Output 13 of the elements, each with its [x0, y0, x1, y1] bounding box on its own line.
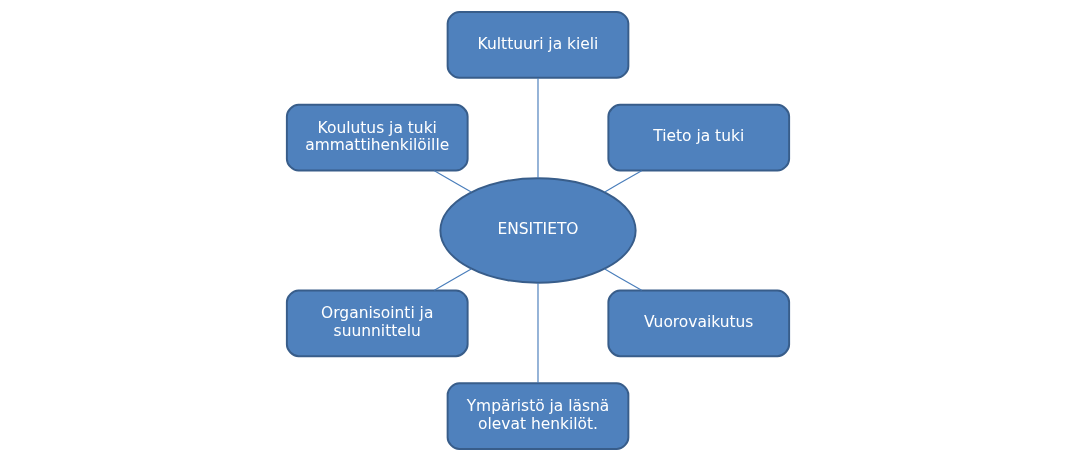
connector — [537, 77, 539, 179]
node-box: Tieto ja tuki — [607, 103, 791, 172]
node-box: Koulutus ja tuki ammattihenkilöille — [285, 103, 469, 172]
node-box: Vuorovaikutus — [607, 289, 791, 358]
node-box: Organisointi ja suunnittelu — [285, 289, 469, 358]
connector — [537, 282, 539, 384]
connector — [433, 268, 472, 291]
connector — [604, 268, 643, 291]
connector — [604, 170, 643, 193]
node-ellipse: ENSITIETO — [439, 177, 637, 284]
node-box: Ympäristö ja läsnä olevat henkilöt. — [446, 382, 630, 450]
node-box: Kulttuuri ja kieli — [446, 11, 630, 79]
connector — [433, 170, 472, 193]
